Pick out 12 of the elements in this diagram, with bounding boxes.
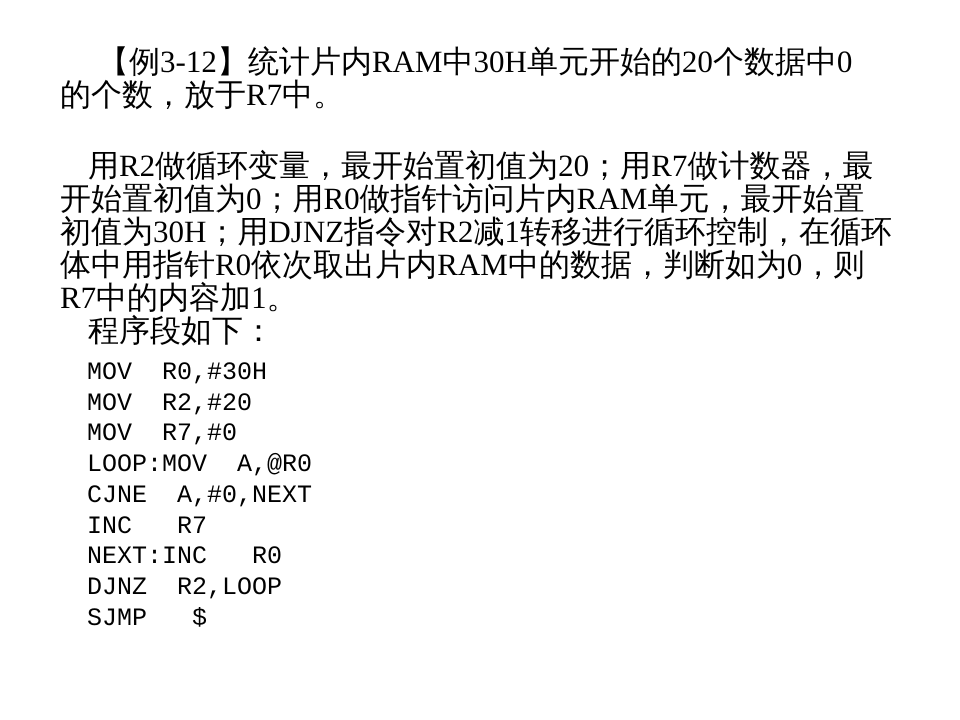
code-line: CJNE A,#0,NEXT: [87, 480, 312, 512]
program-intro-text: 程序段如下：: [88, 314, 274, 347]
code-line: NEXT:INC R0: [87, 542, 282, 573]
explanation-paragraph: 用R2做循环变量，最开始置初值为20；用R7做计数器，最开始置初值为0；用R0做指针访问片内RAM单元，最开始置初值为30H；用DJNZ指令对R2减1转移进行循环控制，在循环体中用指针R0依次取出片内RAM中的数据，判断如为0，则R7中的内容加1。: [60, 149, 893, 314]
example-heading: 【例3-12】统计片内RAM中30H单元开始的20个数据中0的个数，放于R7中。: [60, 45, 854, 111]
code-line: MOV R2,#20: [87, 388, 252, 420]
code-line: INC R7: [87, 512, 208, 542]
code-line: DJNZ R2,LOOP: [87, 572, 282, 604]
code-line: SJMP $: [87, 604, 208, 634]
code-line: MOV R7,#0: [87, 419, 238, 450]
code-line: LOOP:MOV A,@R0: [87, 450, 312, 481]
code-line: MOV R0,#30H: [87, 358, 268, 389]
